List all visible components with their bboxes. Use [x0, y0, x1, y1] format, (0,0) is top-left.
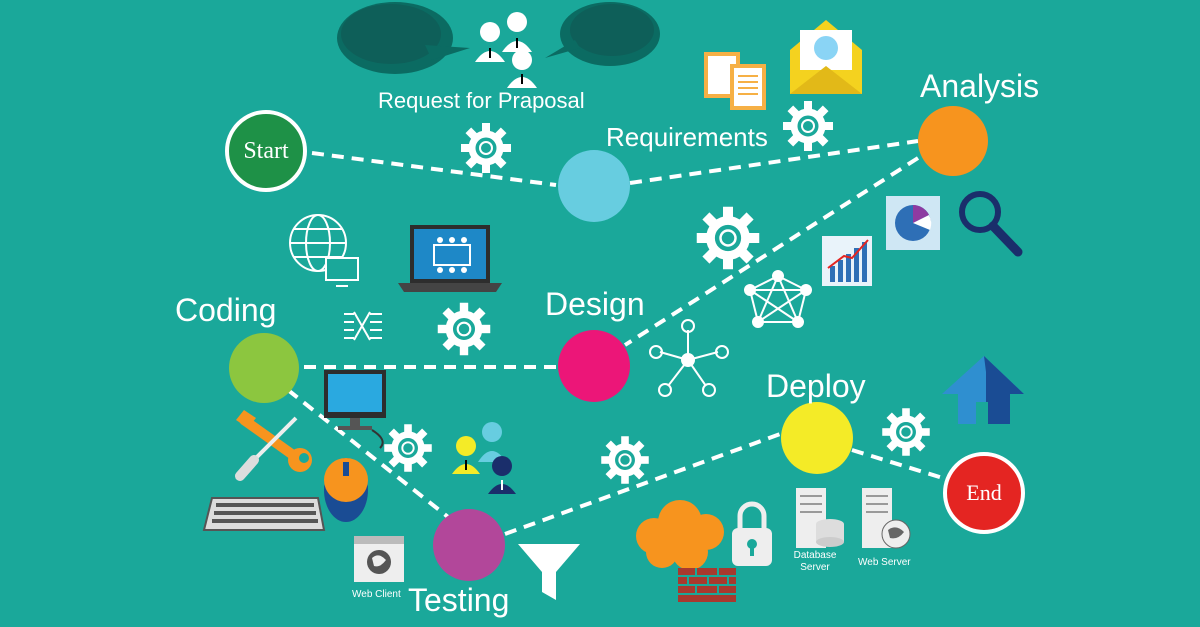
deploy-node[interactable]: [781, 402, 853, 474]
laptop-icon: [398, 225, 502, 292]
testing-label: Testing: [408, 582, 510, 618]
deploy-label: Deploy: [766, 368, 866, 404]
magnifier-icon: [959, 191, 1023, 257]
web-server-label: Web Server: [858, 557, 911, 568]
database-server-label: Database Server: [793, 550, 837, 573]
coding-node[interactable]: [229, 333, 299, 403]
connector-coding-testing: [286, 388, 450, 519]
testing-node[interactable]: [433, 509, 505, 581]
people-icon: [475, 12, 537, 88]
gear-icon: [783, 101, 833, 151]
team-icon: [452, 422, 516, 494]
start-label: Start: [243, 137, 289, 164]
monitor-icon: [324, 370, 386, 449]
globe-icon: [289, 214, 359, 287]
web-client-label: Web Client: [352, 589, 401, 600]
network-icon: [649, 319, 729, 397]
requirements-node[interactable]: [558, 150, 630, 222]
design-label: Design: [545, 286, 645, 322]
xml-icon: [344, 311, 382, 341]
document-icon: [704, 52, 766, 110]
connector-analysis-design: [623, 156, 920, 347]
padlock-icon: [732, 501, 772, 566]
request-for-proposal-label: Request for Praposal: [378, 88, 585, 113]
bar-chart-icon: [822, 236, 872, 286]
end-node[interactable]: End: [943, 452, 1025, 534]
brick-wall-icon: [678, 568, 736, 602]
cloud-icon: [636, 500, 724, 570]
server-icon: [796, 488, 844, 548]
connector-requirements-analysis: [629, 139, 919, 185]
analysis-label: Analysis: [920, 68, 1040, 104]
speech-bubble-icon: [337, 2, 470, 74]
connector-deploy-end: [851, 448, 947, 481]
design-node[interactable]: [558, 330, 630, 402]
gear-icon: [384, 424, 432, 472]
web-client-icon: [354, 536, 404, 582]
connector-start-requirements: [311, 151, 557, 187]
gear-icon: [697, 207, 760, 270]
home-icon: [942, 356, 1024, 424]
analysis-node[interactable]: [918, 106, 988, 176]
envelope-lightbulb-icon: [790, 20, 862, 94]
keyboard-icon: [202, 497, 326, 531]
gear-icon: [461, 123, 511, 173]
gear-icon: [601, 436, 649, 484]
speech-bubble-icon: [545, 2, 660, 66]
gear-icon: [882, 408, 930, 456]
mouse-icon: [324, 458, 368, 522]
pie-chart-icon: [886, 196, 940, 250]
gear-icon: [438, 303, 491, 356]
requirements-label: Requirements: [606, 122, 768, 152]
end-label: End: [966, 480, 1002, 505]
server-icon: [862, 488, 911, 549]
graph-icon: [744, 270, 812, 328]
coding-label: Coding: [175, 292, 277, 328]
connector-testing-deploy: [504, 431, 784, 536]
funnel-icon: [518, 544, 580, 600]
start-node[interactable]: Start: [225, 110, 307, 192]
wrench-icon: [235, 410, 312, 481]
